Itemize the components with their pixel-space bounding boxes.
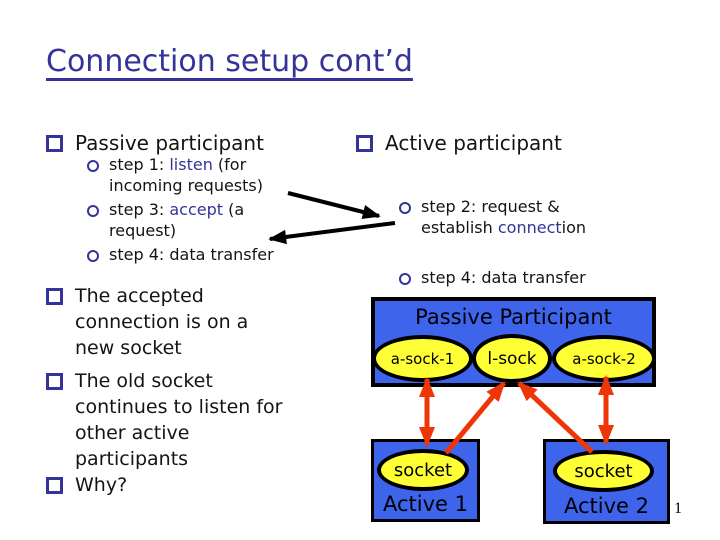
square-bullet-icon	[46, 288, 63, 305]
step3-keyword: accept	[169, 200, 224, 219]
circle-bullet-icon	[87, 250, 99, 262]
circle-bullet-icon	[87, 205, 99, 217]
passive-heading-label: Passive participant	[75, 131, 264, 155]
bullet-step3: step 3: accept (a request)	[87, 199, 294, 241]
circle-bullet-icon	[399, 273, 411, 285]
square-bullet-icon	[46, 373, 63, 390]
passive-participant-box-label: Passive Participant	[415, 305, 612, 329]
page-number: 1	[674, 500, 682, 517]
step2-keyword: connect	[497, 218, 562, 237]
step1-pre: step 1:	[109, 155, 170, 174]
step2-pre: step 2: request & establish	[421, 197, 560, 237]
bullet-step4-right: step 4: data transfer	[399, 267, 611, 288]
why-text: Why?	[75, 474, 128, 496]
square-bullet-icon	[46, 477, 63, 494]
step2-text: step 2: request & establish connection	[421, 196, 611, 238]
active-1-socket-ellipse: socket	[377, 449, 469, 491]
active-2-socket-ellipse: socket	[553, 450, 654, 492]
step4-right-text: step 4: data transfer	[421, 268, 586, 287]
step4-left-text: step 4: data transfer	[109, 245, 274, 264]
bullet-accepted-connection: The accepted connection is on a new sock…	[46, 283, 290, 361]
step2-post: ion	[561, 218, 587, 237]
step1-text: step 1: listen (for incoming requests)	[109, 154, 294, 196]
step1-post: (for incoming requests)	[109, 155, 263, 195]
arrow-to-step2-icon	[287, 191, 381, 220]
bullet-passive-participant: Passive participant	[46, 130, 264, 156]
active-heading-label: Active participant	[385, 131, 562, 155]
accepted-connection-text: The accepted connection is on a new sock…	[75, 285, 249, 359]
l-sock-ellipse: l-sock	[472, 334, 552, 383]
step3-text: step 3: accept (a request)	[109, 199, 294, 241]
step1-keyword: listen	[169, 155, 213, 174]
square-bullet-icon	[46, 135, 63, 152]
active-2-label: Active 2	[564, 494, 649, 518]
a-sock-2-ellipse: a-sock-2	[552, 335, 656, 382]
bullet-why: Why?	[46, 472, 127, 498]
circle-bullet-icon	[87, 160, 99, 172]
old-socket-text: The old socket continues to listen for o…	[75, 370, 283, 470]
step3-post: (a request)	[109, 200, 245, 240]
active-1-label: Active 1	[383, 492, 468, 516]
circle-bullet-icon	[399, 202, 411, 214]
bullet-step1: step 1: listen (for incoming requests)	[87, 154, 294, 196]
square-bullet-icon	[356, 135, 373, 152]
page-title: Connection setup cont’d	[46, 44, 413, 79]
bullet-old-socket: The old socket continues to listen for o…	[46, 368, 290, 472]
a-sock-1-ellipse: a-sock-1	[372, 335, 473, 382]
bullet-step4-left: step 4: data transfer	[87, 244, 294, 265]
bullet-step2: step 2: request & establish connection	[399, 196, 611, 238]
bullet-active-participant: Active participant	[356, 130, 562, 156]
step3-pre: step 3:	[109, 200, 170, 219]
